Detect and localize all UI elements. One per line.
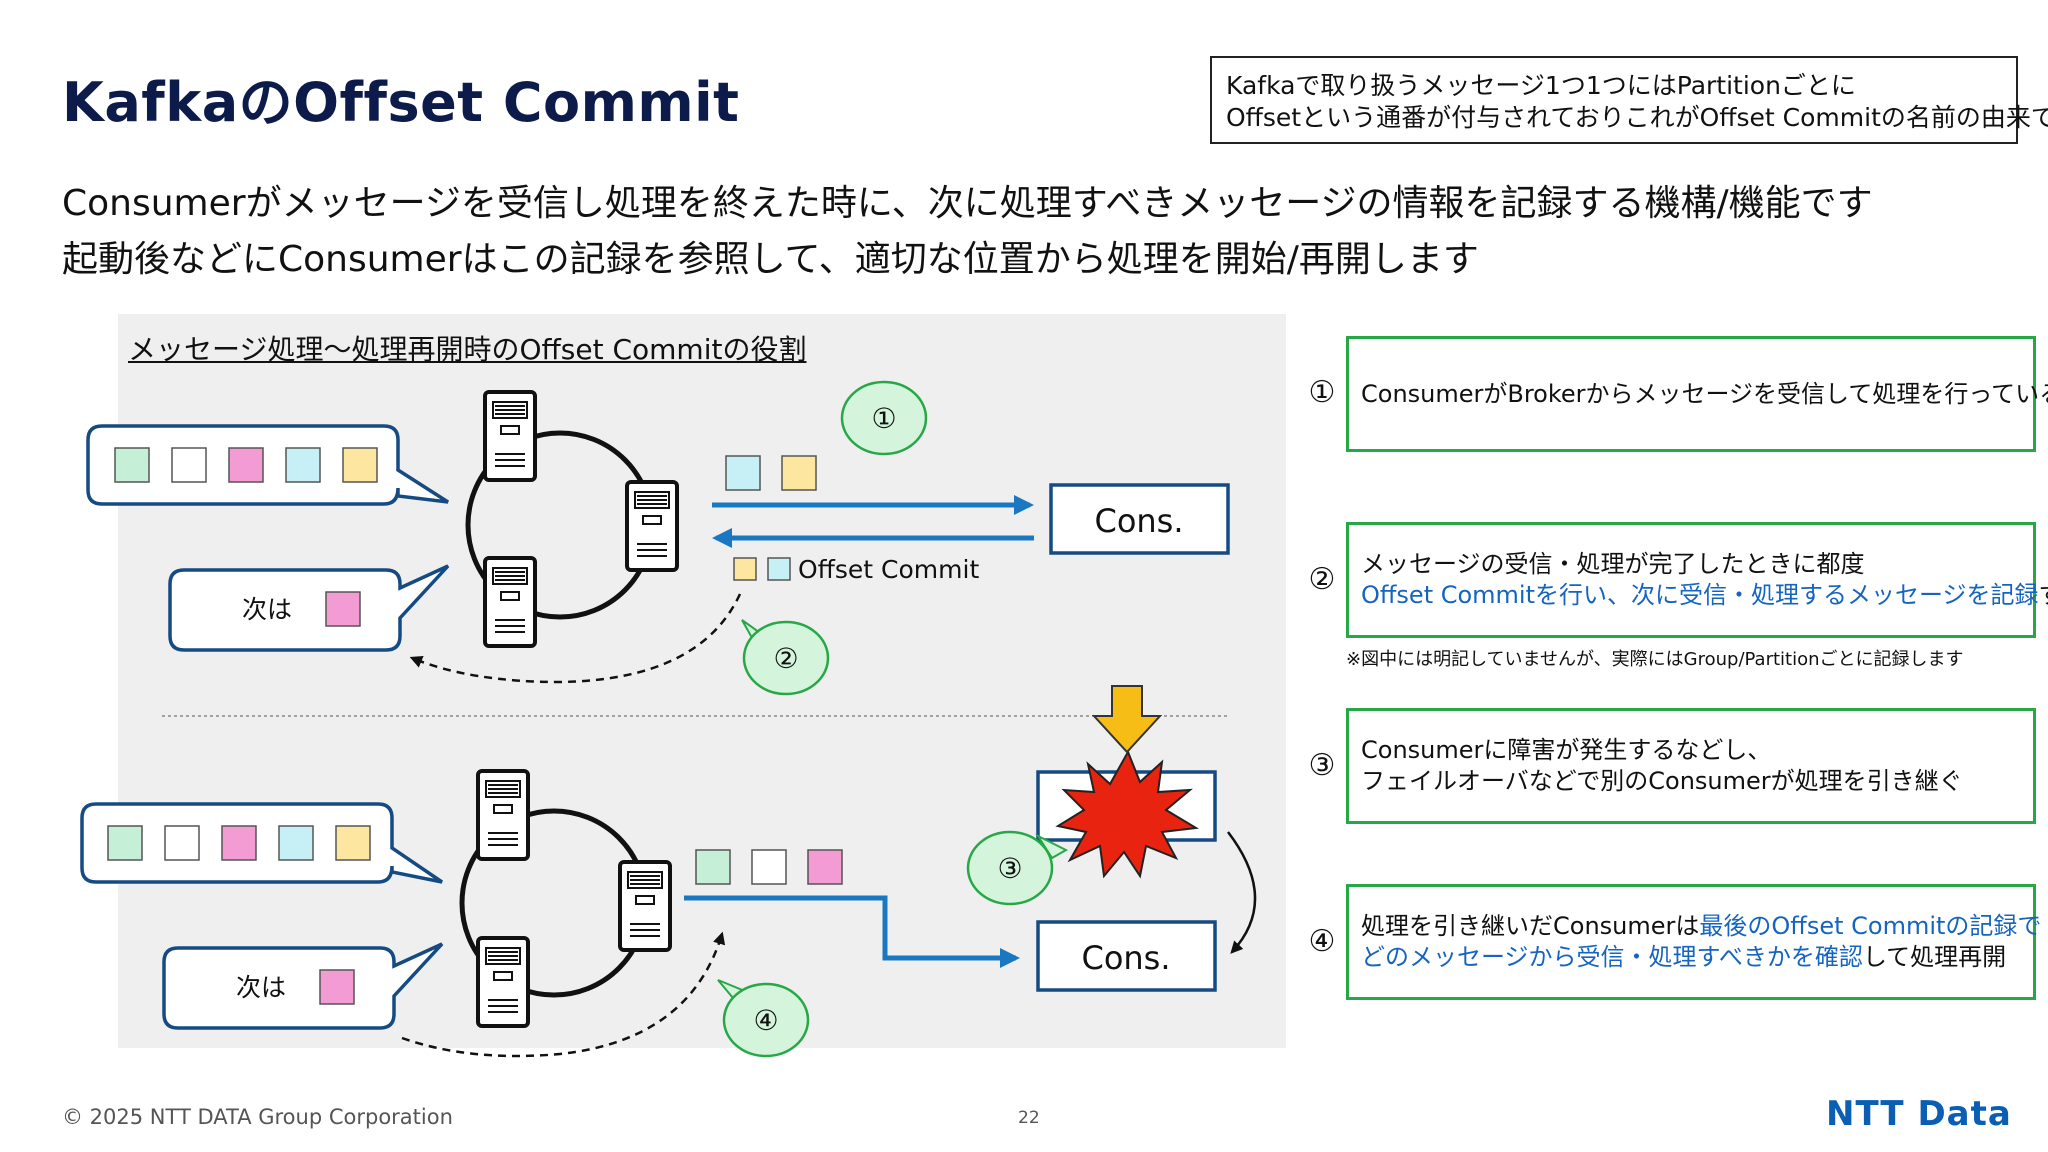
step-line: Offset Commitを行い、次に受信・処理するメッセージを記録する <box>1361 580 2048 611</box>
footnote: ※図中には明記していませんが、実際にはGroup/Partitionごとに記録し… <box>1346 649 1964 670</box>
page-number: 22 <box>1018 1108 1040 1128</box>
message-square <box>114 447 150 483</box>
marker-label: ② <box>773 642 798 675</box>
step-text-highlight: どのメッセージから受信・処理すべきかを確認 <box>1361 943 1863 971</box>
next-offset-bubble-bottom: 次は <box>162 942 444 1030</box>
message-square <box>285 447 321 483</box>
broker-server-icon <box>476 769 530 861</box>
step-marker-4: ④ <box>717 979 810 1058</box>
message-square <box>278 825 314 861</box>
step-line: ConsumerがBrokerからメッセージを受信して処理を行っている <box>1361 379 2048 410</box>
page-title: KafkaのOffset Commit <box>62 71 740 134</box>
next-message-square <box>325 591 361 627</box>
step-line: メッセージの受信・処理が完了したときに都度 <box>1361 549 2021 580</box>
commit-record-dashed-arrow <box>409 593 742 684</box>
message-square <box>342 447 378 483</box>
broker-server-icon <box>625 480 679 572</box>
step-marker-2: ② <box>741 619 830 696</box>
step-number: ④ <box>1308 924 1336 959</box>
message-square <box>164 825 200 861</box>
consumer-label: Cons. <box>1094 502 1183 540</box>
consumer-box-bottom: Cons. <box>1036 920 1217 992</box>
marker-label: ① <box>871 402 896 435</box>
message-square <box>335 825 371 861</box>
step-text-highlight: Offset Commitを行い、次に受信・処理するメッセージを記録 <box>1361 581 2039 609</box>
step-line: 処理を引き継いだConsumerは最後のOffset Commitの記録で <box>1361 911 2041 942</box>
diagram-title: メッセージ処理～処理再開時のOffset Commitの役割 <box>128 333 807 366</box>
message-queue-bubble-bottom <box>80 802 443 884</box>
broker-server-icon <box>476 936 530 1028</box>
marker-label: ③ <box>997 852 1022 885</box>
step-text: Consumerに障害が発生するなどし、 <box>1361 736 1772 764</box>
lead-line-2: 起動後などにConsumerはこの記録を参照して、適切な位置から処理を開始/再開… <box>62 239 1479 280</box>
resumed-message-square <box>695 849 731 885</box>
step-marker-1: ① <box>840 380 928 456</box>
message-square <box>171 447 207 483</box>
step-box-3: Consumerに障害が発生するなどし、 フェイルオーバなどで別のConsume… <box>1346 708 2036 824</box>
next-message-square <box>319 969 355 1005</box>
step-text-highlight: 最後のOffset Commitの記録で <box>1699 912 2042 940</box>
offset-commit-label: Offset Commit <box>798 555 979 584</box>
step-text: して処理再開 <box>1862 943 2007 971</box>
step-text: メッセージの受信・処理が完了したときに都度 <box>1361 550 1865 578</box>
sent-message-square <box>781 455 817 491</box>
next-offset-bubble-top: 次は <box>168 564 450 652</box>
step-box-1: ConsumerがBrokerからメッセージを受信して処理を行っている <box>1346 336 2048 452</box>
lead-line-1: Consumerがメッセージを受信し処理を終えた時に、次に処理すべきメッセージの… <box>62 183 1873 224</box>
commit-message-square <box>733 557 757 581</box>
step-text: する <box>2039 581 2048 609</box>
consumer-label: Cons. <box>1081 939 1170 977</box>
step-line: フェイルオーバなどで別のConsumerが処理を引き継ぐ <box>1361 766 2021 797</box>
marker-label: ④ <box>753 1004 778 1037</box>
commit-message-square <box>767 557 791 581</box>
broker-cluster-top <box>465 390 679 648</box>
step-line: Consumerに障害が発生するなどし、 <box>1361 735 2021 766</box>
offset-note-box: Kafkaで取り扱うメッセージ1つ1つにはPartitionごとに Offset… <box>1210 56 2048 144</box>
broker-cluster-bottom <box>459 769 672 1028</box>
down-arrow-icon <box>1091 685 1163 754</box>
consumer-box-top: Cons. <box>1049 483 1230 555</box>
copyright: © 2025 NTT DATA Group Corporation <box>62 1105 453 1129</box>
resumed-message-square <box>751 849 787 885</box>
next-label: 次は <box>242 595 292 624</box>
next-label: 次は <box>236 973 286 1002</box>
message-square <box>107 825 143 861</box>
broker-server-icon <box>483 390 537 482</box>
step-number: ② <box>1308 562 1336 597</box>
step-line: どのメッセージから受信・処理すべきかを確認して処理再開 <box>1361 942 2021 973</box>
step-box-4: 処理を引き継いだConsumerは最後のOffset Commitの記録で どの… <box>1346 884 2041 1000</box>
step-number: ③ <box>1308 748 1336 783</box>
step-text: ConsumerがBrokerからメッセージを受信して処理を行っている <box>1361 379 2048 408</box>
note-line: Kafkaで取り扱うメッセージ1つ1つにはPartitionごとに <box>1226 71 1856 100</box>
broker-server-icon <box>618 860 672 952</box>
resumed-message-square <box>807 849 843 885</box>
message-queue-bubble-top <box>86 424 449 506</box>
message-square <box>221 825 257 861</box>
failover-arrow <box>1227 831 1257 954</box>
broker-server-icon <box>483 556 537 648</box>
sent-message-square <box>725 455 761 491</box>
lead-text: Consumerがメッセージを受信し処理を終えた時に、次に処理すべきメッセージの… <box>62 176 1873 288</box>
crash-explosion-icon <box>1055 749 1200 879</box>
step-number: ① <box>1308 375 1336 410</box>
resume-fetch-arrow <box>684 895 1020 968</box>
step-text: フェイルオーバなどで別のConsumerが処理を引き継ぐ <box>1361 767 1963 795</box>
step-box-2: メッセージの受信・処理が完了したときに都度 Offset Commitを行い、次… <box>1346 522 2048 638</box>
step-marker-3: ③ <box>966 830 1069 906</box>
message-square <box>228 447 264 483</box>
step-text: 処理を引き継いだConsumerは <box>1361 912 1700 940</box>
note-line: Offsetという通番が付与されておりこれがOffset Commitの名前の由… <box>1226 103 2048 132</box>
company-logo: NTT Data <box>1826 1094 2012 1134</box>
